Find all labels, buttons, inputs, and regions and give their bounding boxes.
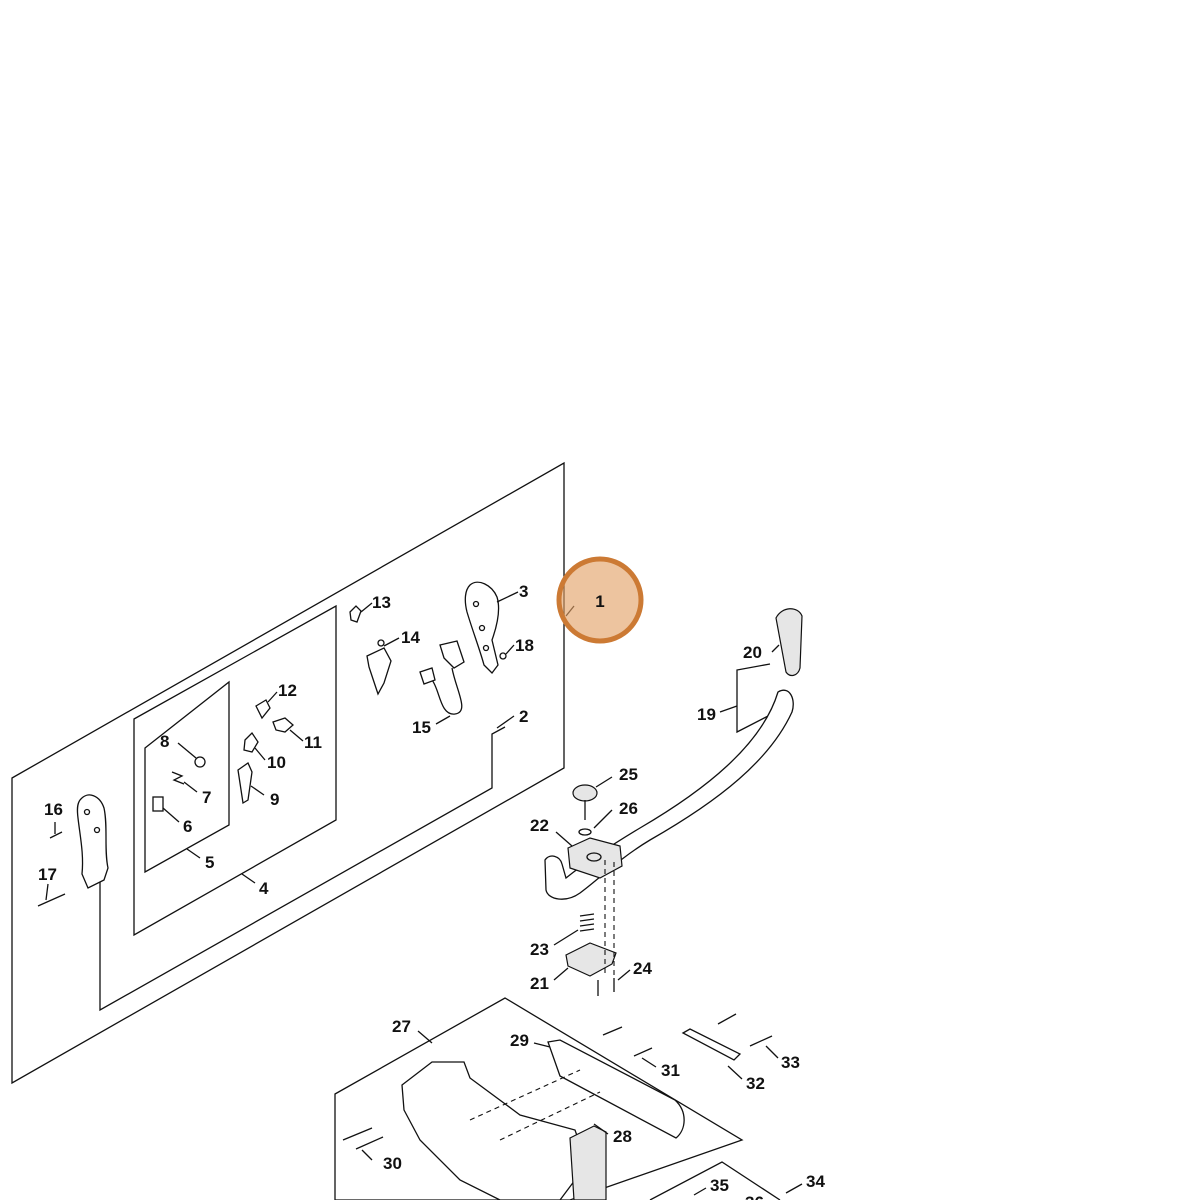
housing-half-part [464, 581, 500, 674]
plate-32-part [681, 1028, 742, 1061]
callout-18[interactable]: 18 [515, 636, 534, 655]
callout-29[interactable]: 29 [510, 1031, 529, 1050]
assembly-frame-27 [334, 997, 744, 1200]
clip-part [349, 605, 362, 623]
callout-11[interactable]: 11 [304, 733, 322, 752]
lever-9-part [237, 762, 253, 805]
assembly-frame-5 [144, 680, 230, 874]
screw-18-part [499, 652, 507, 660]
callout-4[interactable]: 4 [259, 879, 269, 898]
spring-23-part [579, 913, 595, 932]
callout-13[interactable]: 13 [372, 593, 391, 612]
side-handle-part [76, 794, 109, 889]
assembly-frame-34 [649, 1161, 781, 1200]
screw-31-part [602, 1026, 623, 1036]
callout-22[interactable]: 22 [530, 816, 549, 835]
assembly-frame-2 [99, 726, 506, 1012]
callout-1[interactable]: 1 [595, 592, 604, 611]
assembly-frame-4 [133, 604, 337, 937]
callout-31[interactable]: 31 [661, 1061, 680, 1080]
handlebar-19-part [544, 689, 794, 900]
callout-10[interactable]: 10 [267, 753, 286, 772]
throttle-trigger-part [366, 647, 392, 696]
clamp-22-part [567, 837, 623, 879]
grip-20-part [775, 608, 803, 677]
callout-28[interactable]: 28 [613, 1127, 632, 1146]
ring-8-part [194, 756, 206, 768]
callout-6[interactable]: 6 [183, 817, 192, 836]
callout-35[interactable]: 35 [710, 1176, 729, 1195]
knob-25-part [572, 784, 598, 820]
callout-24[interactable]: 24 [633, 959, 652, 978]
screw-30-part [342, 1127, 373, 1141]
callout-33[interactable]: 33 [781, 1053, 800, 1072]
callout-16[interactable]: 16 [44, 800, 63, 819]
assembly-frame-1 [11, 461, 565, 1085]
callout-7[interactable]: 7 [202, 788, 211, 807]
callout-32[interactable]: 32 [746, 1074, 765, 1093]
clamp-21-part [565, 942, 617, 977]
lever-12-part [255, 699, 271, 720]
callout-34[interactable]: 34 [806, 1172, 825, 1191]
callout-17[interactable]: 17 [38, 865, 57, 884]
callout-5[interactable]: 5 [205, 853, 214, 872]
callout-3[interactable]: 3 [519, 582, 528, 601]
lever-11-part [272, 717, 294, 733]
callout-25[interactable]: 25 [619, 765, 638, 784]
bracket-19-20 [736, 663, 771, 734]
callout-14[interactable]: 14 [401, 628, 420, 647]
callout-9[interactable]: 9 [270, 790, 279, 809]
callout-30[interactable]: 30 [383, 1154, 402, 1173]
callout-8[interactable]: 8 [160, 732, 169, 751]
screw-33-part [749, 1035, 773, 1047]
callout-27[interactable]: 27 [392, 1017, 411, 1036]
screw-16-part [49, 831, 63, 839]
callout-23[interactable]: 23 [530, 940, 549, 959]
highlight-marker[interactable]: 1 [556, 556, 644, 644]
spring-7-part [171, 771, 185, 785]
rail-29-part [547, 1039, 685, 1139]
block-28-part [569, 1125, 607, 1200]
screw-17-part [37, 893, 66, 907]
leader-lines [45, 591, 803, 1196]
callout-21[interactable]: 21 [530, 974, 549, 993]
callout-2[interactable]: 2 [519, 707, 528, 726]
callout-19[interactable]: 19 [697, 705, 716, 724]
washer-26-part [578, 828, 592, 836]
cable-part [419, 640, 465, 715]
callout-36[interactable]: 36 [745, 1193, 764, 1200]
lever-10-part [243, 731, 259, 753]
housing-27-part [401, 1061, 583, 1200]
callout-26[interactable]: 26 [619, 799, 638, 818]
callout-labels: 2 3 4 5 6 7 8 9 10 11 12 13 14 15 16 17 … [38, 582, 825, 1200]
callout-20[interactable]: 20 [743, 643, 762, 662]
callout-12[interactable]: 12 [278, 681, 297, 700]
spring-6-part [152, 796, 164, 812]
callout-15[interactable]: 15 [412, 718, 431, 737]
